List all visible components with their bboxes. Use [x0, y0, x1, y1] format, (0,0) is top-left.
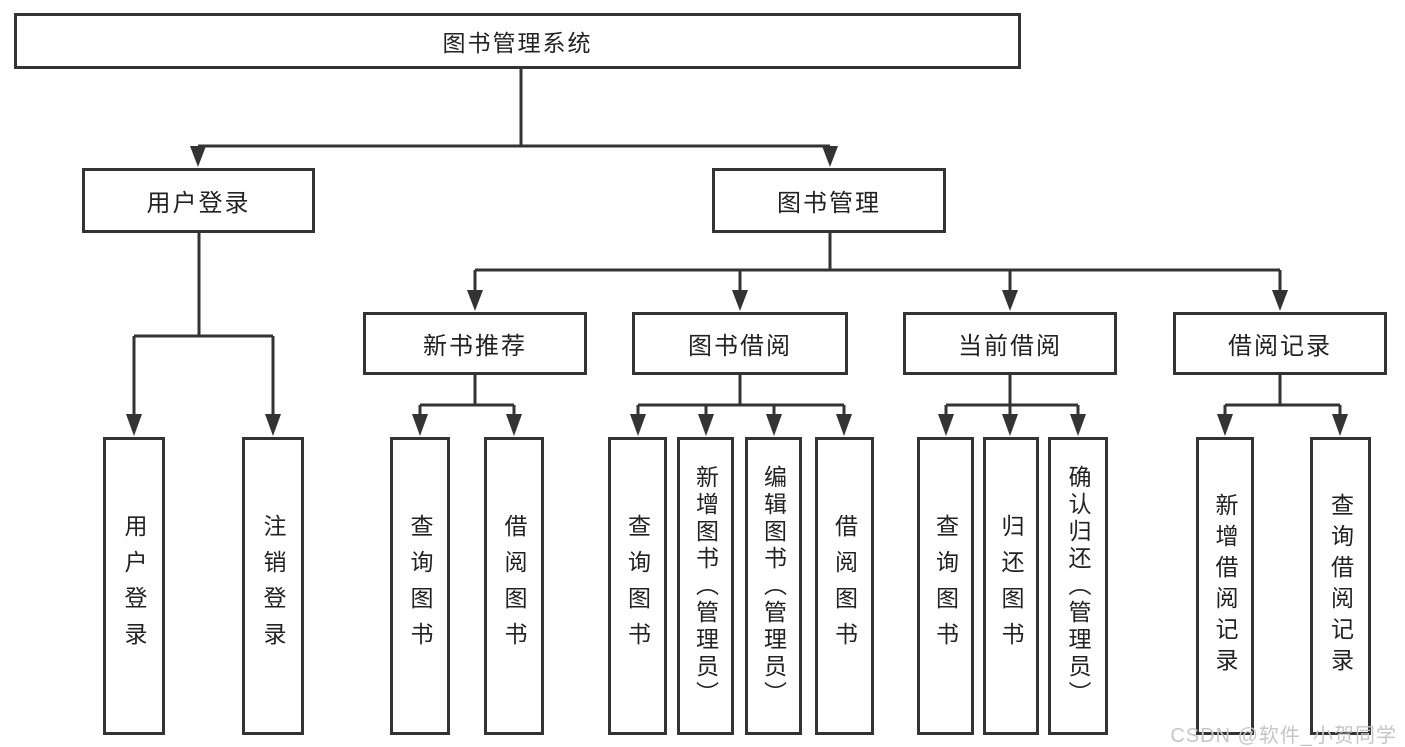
leaf-edit-book-admin: 编辑图书（管理员）: [745, 437, 802, 735]
node-book-borrow: 图书借阅: [632, 312, 848, 375]
leaf-user-login: 用户登录: [103, 437, 165, 735]
leaf-query-borrow-record: 查询借阅记录: [1310, 437, 1371, 735]
leaf-logout: 注销登录: [242, 437, 304, 735]
node-borrow-records: 借阅记录: [1173, 312, 1387, 375]
node-new-book-recommend: 新书推荐: [363, 312, 587, 375]
csdn-watermark: CSDN @软件_小贺同学: [1170, 725, 1397, 747]
leaf-add-book-admin: 新增图书（管理员）: [677, 437, 734, 735]
leaf-return-book: 归还图书: [983, 437, 1039, 735]
leaf-query-books-2: 查询图书: [608, 437, 667, 735]
leaf-borrow-books-1: 借阅图书: [484, 437, 544, 735]
leaf-add-borrow-record: 新增借阅记录: [1196, 437, 1254, 735]
node-book-management: 图书管理: [712, 168, 946, 233]
leaf-confirm-return-admin: 确认归还（管理员）: [1048, 437, 1108, 735]
node-current-borrow: 当前借阅: [903, 312, 1117, 375]
leaf-query-books-3: 查询图书: [917, 437, 974, 735]
node-user-login: 用户登录: [82, 168, 315, 233]
leaf-borrow-books-2: 借阅图书: [815, 437, 874, 735]
node-library-system-root: 图书管理系统: [14, 13, 1021, 69]
leaf-query-books-1: 查询图书: [390, 437, 450, 735]
